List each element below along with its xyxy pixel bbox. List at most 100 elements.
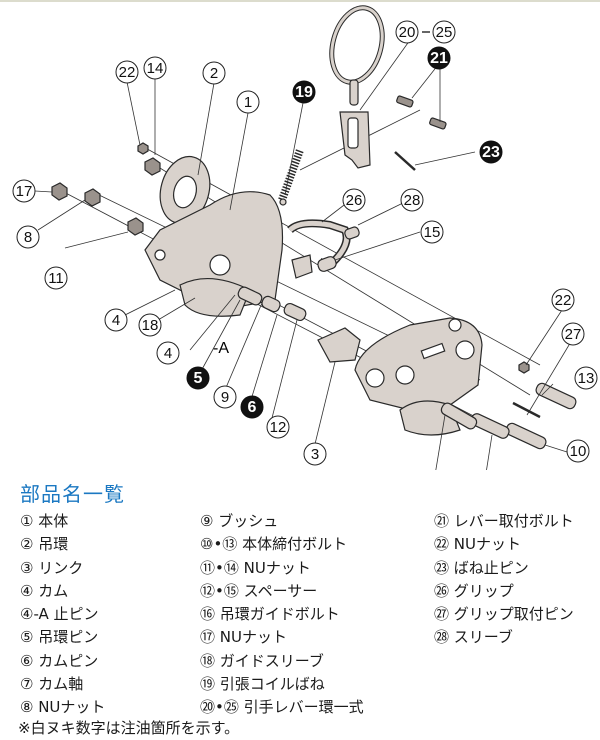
grip — [287, 219, 351, 279]
lever-bolts — [394, 95, 447, 171]
part-entry: ⑳•㉕ 引手レバー環一式 — [200, 698, 364, 717]
callout-25: 25 — [432, 20, 456, 44]
callout-15: 15 — [420, 220, 444, 244]
callout-4a: 4 — [156, 341, 180, 365]
svg-text:3: 3 — [311, 446, 319, 463]
coil-spring — [278, 148, 304, 206]
svg-text:12: 12 — [270, 419, 287, 436]
callout-26: 26 — [342, 188, 366, 212]
callout-5: 5 — [186, 366, 210, 390]
top-border — [0, 0, 600, 2]
callout-9: 9 — [213, 385, 237, 409]
callout-14: 14 — [143, 56, 167, 80]
bolts — [440, 382, 577, 450]
exploded-parts-diagram: 1234456789101112131415161718192025212222… — [12, 5, 598, 470]
nuts — [51, 142, 530, 374]
callout-27: 27 — [561, 322, 585, 346]
svg-text:20: 20 — [399, 24, 416, 41]
svg-text:13: 13 — [578, 370, 595, 387]
link — [317, 327, 361, 363]
callout-28: 28 — [400, 188, 424, 212]
svg-text:22: 22 — [119, 64, 136, 81]
shaft-parts — [237, 286, 307, 322]
svg-text:17: 17 — [16, 183, 33, 200]
part-entry: ③ リンク — [20, 558, 84, 577]
part-entry: ㉘ スリーブ — [434, 628, 513, 647]
leader-lines — [34, 39, 576, 470]
svg-text:18: 18 — [142, 317, 159, 334]
callout-4a-suffix: -A — [213, 340, 229, 357]
side-plate — [354, 317, 483, 436]
svg-text:8: 8 — [24, 229, 32, 246]
main-body — [144, 191, 284, 317]
svg-text:26: 26 — [346, 192, 363, 209]
callouts: 1234456789101112131415161718192025212222… — [12, 20, 598, 466]
part-entry: ㉖ グリップ — [434, 581, 514, 600]
part-entry: ㉑ レバー取付ボルト — [434, 512, 574, 530]
callout-4: 4 — [104, 308, 128, 332]
svg-text:1: 1 — [244, 94, 252, 111]
part-entry: ⑯ 吊環ガイドボルト — [200, 605, 340, 624]
part-entry: ㉗ グリップ取付ピン — [434, 605, 574, 624]
svg-text:19: 19 — [295, 84, 313, 101]
part-entry: ㉒ NUナット — [434, 535, 521, 554]
part-entry: ⑲ 引張コイルばね — [200, 675, 325, 694]
callout-12: 12 — [266, 415, 290, 439]
svg-text:4: 4 — [112, 312, 120, 329]
svg-text:11: 11 — [48, 270, 64, 287]
part-entry: ① 本体 — [20, 512, 69, 530]
part-entry: ⑨ ブッシュ — [200, 512, 279, 530]
svg-text:25: 25 — [436, 24, 453, 41]
svg-text:2: 2 — [210, 65, 218, 82]
part-entry: ⑦ カム軸 — [20, 675, 84, 694]
parts-list-column-2: ⑨ ブッシュ ⑩•⑬ 本体締付ボルト ⑪•⑭ NUナット ⑫•⑮ スペーサー ⑯… — [200, 510, 364, 720]
parts-list-column-1: ① 本体 ② 吊環 ③ リンク ④ カム ④-A 止ピン ⑤ 吊環ピン ⑥ カム… — [20, 510, 105, 720]
part-entry: ④-A 止ピン — [20, 605, 99, 624]
callout-3: 3 — [303, 442, 327, 466]
part-entry: ⑰ NUナット — [200, 628, 287, 647]
callout-17: 17 — [12, 179, 36, 203]
part-entry: ⑪•⑭ NUナット — [200, 558, 311, 577]
callout-6: 6 — [240, 395, 264, 419]
svg-text:5: 5 — [194, 370, 203, 387]
callout-18: 18 — [138, 313, 162, 337]
svg-text:10: 10 — [570, 443, 587, 460]
parts-list-column-3: ㉑ レバー取付ボルト ㉒ NUナット ㉓ ばね止ピン ㉖ グリップ ㉗ グリップ… — [434, 510, 574, 650]
callout-22a: 22 — [115, 60, 139, 84]
callout-23: 23 — [479, 140, 503, 164]
part-entry: ㉓ ばね止ピン — [434, 558, 529, 577]
callout-21: 21 — [427, 46, 451, 70]
callout-19: 19 — [292, 80, 316, 104]
lifting-eye — [159, 155, 211, 225]
svg-text:21: 21 — [430, 50, 448, 67]
callout-11: 11 — [44, 266, 68, 290]
svg-text:14: 14 — [147, 60, 164, 77]
svg-text:4: 4 — [164, 345, 172, 362]
part-entry: ⑤ 吊環ピン — [20, 628, 99, 647]
callout-8: 8 — [16, 225, 40, 249]
svg-text:28: 28 — [404, 192, 421, 209]
part-entry: ④ カム — [20, 581, 69, 600]
callout-1: 1 — [236, 90, 260, 114]
part-entry: ⑥ カムピン — [20, 651, 99, 670]
part-entry: ⑱ ガイドスリーブ — [200, 651, 324, 670]
part-entry: ⑫•⑮ スペーサー — [200, 581, 318, 600]
part-entry: ② 吊環 — [20, 535, 69, 554]
svg-text:9: 9 — [221, 389, 229, 406]
callout-2: 2 — [202, 61, 226, 85]
svg-text:22: 22 — [555, 292, 572, 309]
svg-text:27: 27 — [565, 326, 582, 343]
callout-20: 20 — [395, 20, 419, 44]
svg-text:23: 23 — [482, 144, 500, 161]
svg-text:15: 15 — [424, 224, 441, 241]
svg-text:6: 6 — [248, 399, 257, 416]
callout-13: 13 — [574, 366, 598, 390]
part-entry: ⑩•⑬ 本体締付ボルト — [200, 535, 348, 554]
callout-10: 10 — [566, 439, 590, 463]
lubrication-note: ※白ヌキ数字は注油箇所を示す。 — [18, 719, 240, 737]
callout-22b: 22 — [551, 288, 575, 312]
part-entry: ⑧ NUナット — [20, 698, 106, 717]
lever-ring-assembly — [329, 5, 385, 169]
sleeve — [344, 226, 360, 240]
parts-list-title: 部品名一覧 — [20, 482, 125, 506]
